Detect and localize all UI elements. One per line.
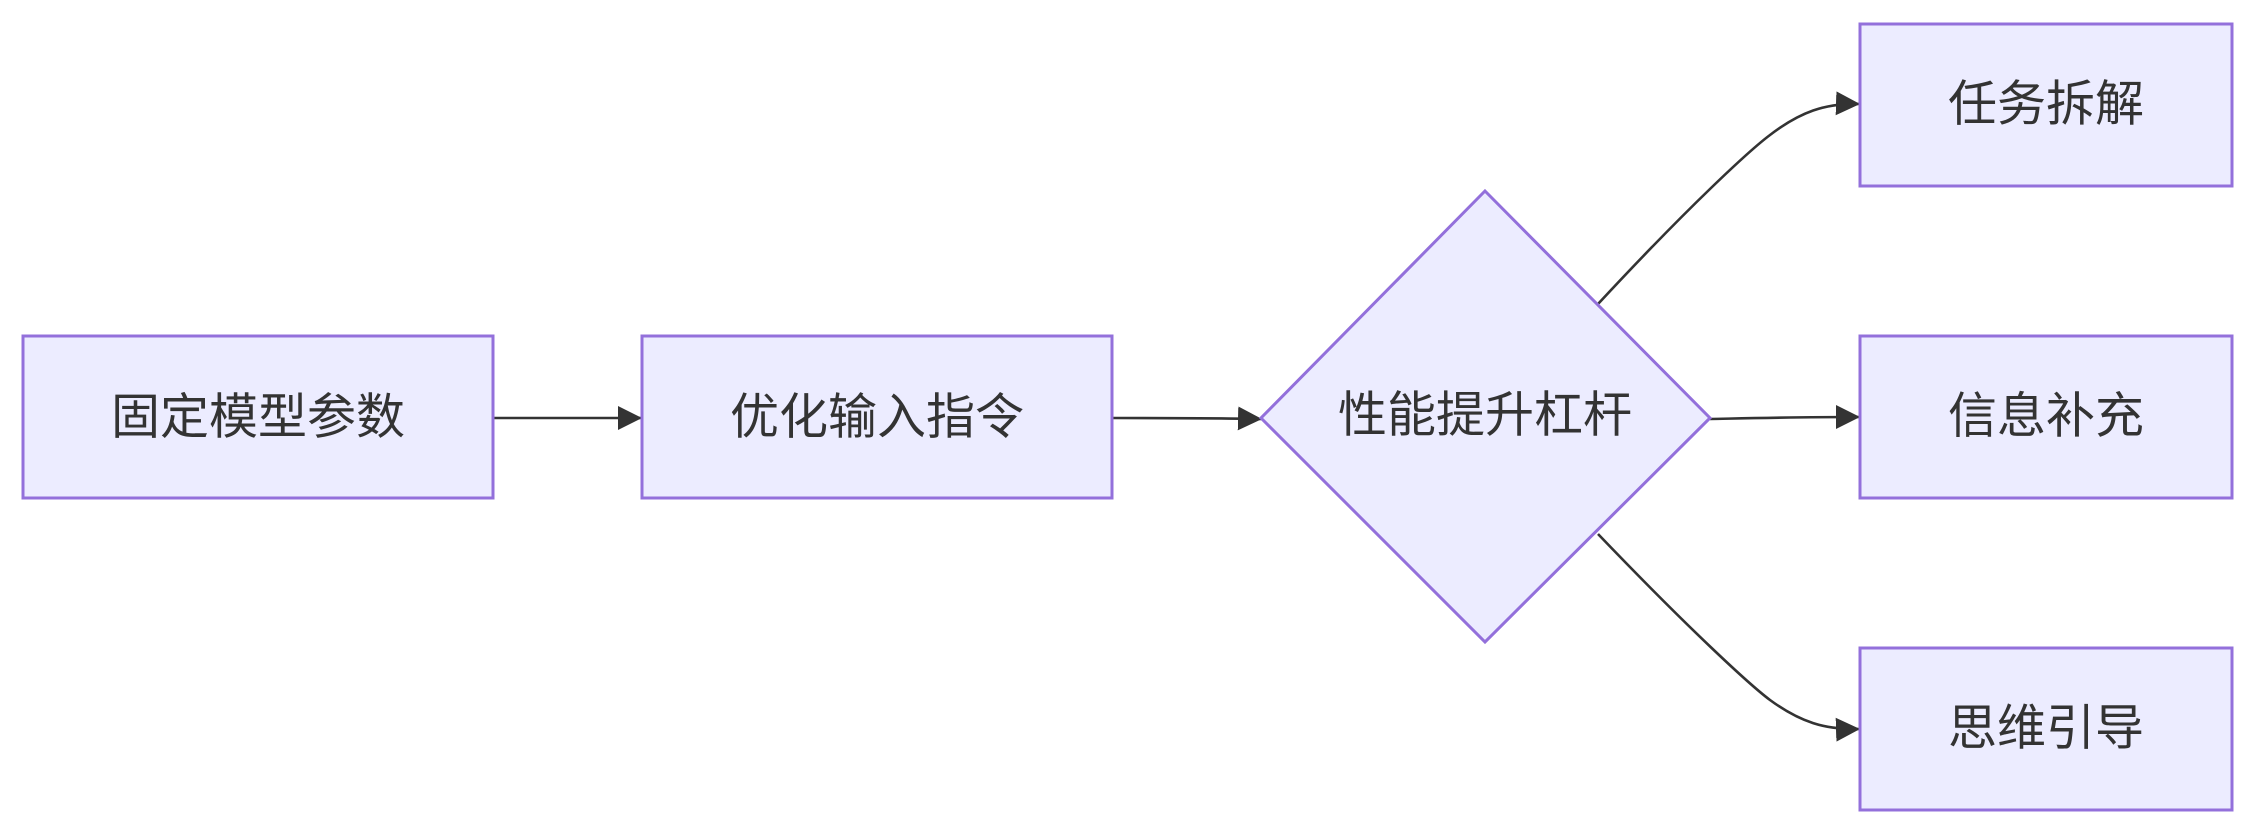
node-fixed-params: 固定模型参数 <box>21 334 495 500</box>
node-task-decomposition-box <box>1858 22 2234 188</box>
edge-lever-to-info <box>1709 405 1861 430</box>
node-thinking-guidance-label: 思维引导 <box>1948 700 2144 757</box>
node-optimize-input-box <box>640 334 1114 500</box>
node-fixed-params-box <box>21 334 495 500</box>
node-info-supplement: 信息补充 <box>1858 334 2234 500</box>
node-thinking-guidance-box <box>1858 646 2234 812</box>
node-thinking-guidance: 思维引导 <box>1858 646 2234 812</box>
node-task-decomposition-label: 任务拆解 <box>1948 76 2144 133</box>
edge-optimize-to-lever <box>1111 406 1263 431</box>
edge-lever-to-thinking <box>1597 533 1861 742</box>
node-performance-lever: 性能提升杠杆 <box>1258 188 1713 645</box>
node-performance-lever-label: 性能提升杠杆 <box>1338 387 1632 444</box>
edges <box>493 91 1861 742</box>
node-performance-lever-diamond <box>1258 188 1713 645</box>
node-optimize-input: 优化输入指令 <box>640 334 1114 500</box>
node-fixed-params-label: 固定模型参数 <box>111 389 405 446</box>
node-info-supplement-label: 信息补充 <box>1948 388 2144 445</box>
node-optimize-input-label: 优化输入指令 <box>730 389 1024 446</box>
node-info-supplement-box <box>1858 334 2234 500</box>
node-task-decomposition: 任务拆解 <box>1858 22 2234 188</box>
edge-lever-to-task <box>1597 91 1861 305</box>
